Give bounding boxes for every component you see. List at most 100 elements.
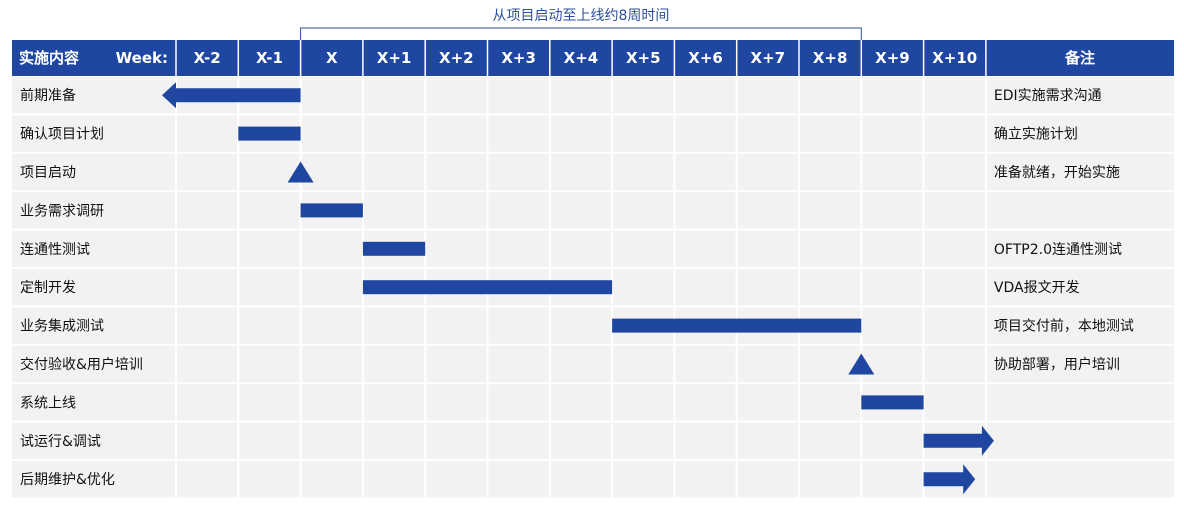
row-label-cell	[12, 422, 175, 459]
grid-cell	[363, 115, 425, 152]
grid-cell	[426, 345, 487, 383]
row-label-cell	[12, 115, 175, 152]
grid-cell	[550, 153, 612, 191]
grid-cell	[550, 77, 612, 114]
grid-cell	[924, 77, 985, 114]
grid-cell	[426, 77, 487, 114]
range-bracket-line	[300, 27, 862, 40]
task-bar	[238, 126, 301, 141]
grid-cell	[488, 307, 549, 344]
row-label-cell	[12, 345, 175, 383]
grid-cell	[301, 307, 362, 344]
grid-cell	[550, 115, 612, 152]
grid-cell	[862, 461, 923, 498]
grid-cell	[800, 461, 861, 498]
week-label: X+6	[688, 49, 723, 67]
grid-cell	[363, 384, 425, 421]
grid-cell	[488, 345, 549, 383]
grid-cell	[301, 422, 362, 459]
task-note: VDA报文开发	[994, 280, 1080, 296]
grid-cell	[737, 422, 798, 459]
grid-cell	[675, 230, 736, 267]
header-notes-label: 备注	[1064, 49, 1095, 67]
task-label: 业务需求调研	[20, 203, 104, 219]
grid-cell	[737, 77, 798, 114]
note-cell	[986, 153, 1174, 191]
grid-cell	[177, 115, 238, 152]
grid-cell	[862, 345, 923, 383]
grid-cell	[675, 461, 736, 498]
grid-cell	[924, 230, 985, 267]
grid-cell	[675, 269, 736, 306]
grid-cell	[177, 192, 238, 229]
grid-cell	[862, 153, 923, 191]
note-cell	[986, 115, 1174, 152]
grid-cell	[924, 269, 985, 306]
row-label-cell	[12, 77, 175, 114]
grid-cell	[177, 307, 238, 344]
grid-cell	[177, 384, 238, 421]
grid-cell	[862, 307, 923, 344]
grid-cell	[862, 115, 923, 152]
task-note: 项目交付前，本地测试	[994, 318, 1134, 335]
grid-cell	[737, 345, 798, 383]
header-content-label: 实施内容	[19, 49, 79, 67]
grid-cell	[363, 77, 425, 114]
task-label: 业务集成测试	[20, 318, 104, 335]
grid-cell	[675, 384, 736, 421]
task-label: 交付验收&用户培训	[20, 356, 143, 373]
grid-cell	[239, 192, 300, 229]
grid-cell	[301, 115, 362, 152]
task-label: 前期准备	[20, 87, 76, 104]
week-label: X+7	[751, 49, 786, 67]
task-bar	[362, 241, 426, 256]
task-arrow	[923, 464, 976, 495]
grid-cell	[862, 77, 923, 114]
task-note: 确立实施计划	[994, 127, 1078, 143]
note-cell	[986, 230, 1174, 267]
note-cell	[986, 192, 1174, 229]
grid-cell	[737, 115, 798, 152]
grid-cell	[675, 77, 736, 114]
week-label: X+2	[439, 49, 474, 67]
grid-cell	[675, 192, 736, 229]
week-label: X-1	[256, 49, 283, 67]
grid-cell	[488, 461, 549, 498]
grid-cell	[488, 230, 549, 267]
grid-cell	[737, 192, 798, 229]
row-label-cell	[12, 384, 175, 421]
grid-cell	[301, 461, 362, 498]
grid-cell	[239, 307, 300, 344]
task-label: 确认项目计划	[20, 127, 104, 143]
grid-cell	[239, 153, 300, 191]
grid-cell	[613, 77, 674, 114]
task-note: 准备就绪，开始实施	[994, 164, 1120, 181]
grid-cell	[177, 230, 238, 267]
grid-cell	[550, 192, 612, 229]
week-label: X+3	[501, 49, 536, 67]
range-bracket: 从项目启动至上线约8周时间	[300, 8, 862, 40]
note-cell	[986, 77, 1174, 114]
grid-cell	[613, 230, 674, 267]
grid-cell	[488, 77, 549, 114]
grid-cell	[301, 153, 362, 191]
grid-cell	[301, 269, 362, 306]
grid-cell	[550, 384, 612, 421]
grid-cell	[800, 384, 861, 421]
grid-cell	[301, 77, 362, 114]
grid-cell	[613, 153, 674, 191]
row-label-cell	[12, 230, 175, 267]
grid-cell	[613, 461, 674, 498]
row-label-cell	[12, 269, 175, 306]
grid-cell	[613, 115, 674, 152]
grid-cell	[239, 384, 300, 421]
week-label: X+9	[875, 49, 910, 67]
grid-cell	[239, 230, 300, 267]
task-arrow	[162, 82, 301, 109]
grid-cells	[12, 77, 1174, 498]
grid-cell	[426, 422, 487, 459]
task-bar	[861, 395, 924, 410]
